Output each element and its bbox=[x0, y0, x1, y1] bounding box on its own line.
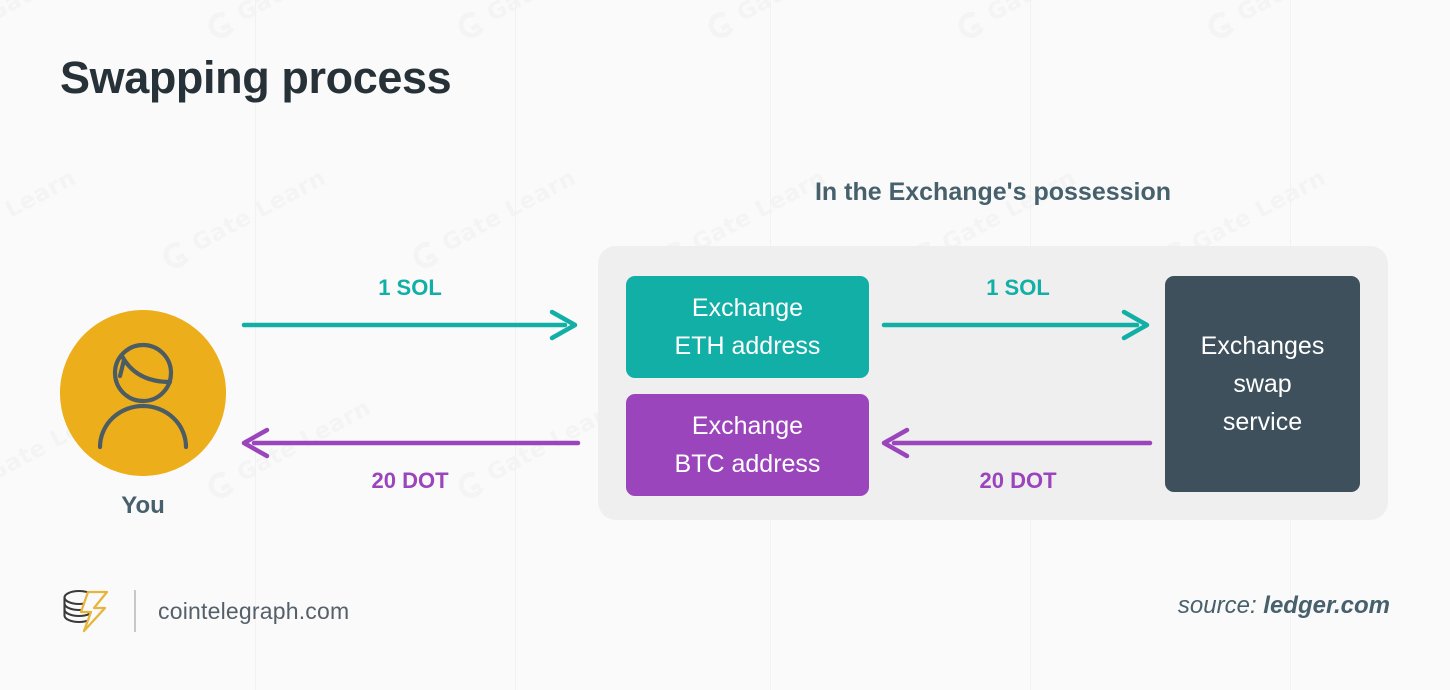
box-line-1: Exchange bbox=[691, 294, 804, 322]
box-line-2: ETH address bbox=[674, 332, 821, 360]
cointelegraph-coins-bolt-logo-icon bbox=[63, 589, 109, 633]
source-name[interactable]: ledger.com bbox=[1263, 592, 1390, 619]
page-title: Swapping process bbox=[60, 52, 452, 103]
flow-arrow-dot-right bbox=[881, 427, 1153, 459]
box-line-2: BTC address bbox=[674, 450, 821, 478]
exchange-possession-heading: In the Exchange's possession bbox=[814, 178, 1172, 206]
flow-label-dot-left: 20 DOT bbox=[371, 468, 449, 493]
flow-label-sol-left: 1 SOL bbox=[378, 275, 442, 300]
footer-brand: cointelegraph.com bbox=[58, 588, 349, 634]
flow-arrow-dot-left bbox=[241, 427, 581, 459]
exchange-btc-address-box[interactable]: Exchange BTC address bbox=[626, 394, 869, 496]
exchange-eth-address-box[interactable]: Exchange ETH address bbox=[626, 276, 869, 378]
exchanges-swap-service-box[interactable]: Exchanges swap service bbox=[1165, 276, 1360, 492]
flow-arrow-sol-right bbox=[881, 309, 1150, 341]
flow-arrow-sol-left bbox=[241, 309, 578, 341]
avatar bbox=[60, 310, 226, 476]
source-prefix: source: bbox=[1177, 592, 1264, 619]
flow-label-sol-right: 1 SOL bbox=[986, 275, 1050, 300]
box-line-1: Exchange bbox=[691, 412, 804, 440]
user-label: You bbox=[121, 492, 165, 519]
box-line-3: service bbox=[1222, 408, 1303, 436]
source-attribution: source: ledger.com bbox=[1178, 592, 1390, 620]
background-seam bbox=[255, 0, 256, 690]
flow-label-dot-right: 20 DOT bbox=[979, 468, 1057, 493]
brand-divider bbox=[134, 590, 136, 632]
box-line-1: Exchanges bbox=[1200, 332, 1325, 360]
brand-name[interactable]: cointelegraph.com bbox=[158, 597, 350, 624]
box-line-2: swap bbox=[1233, 370, 1292, 398]
background-seam bbox=[515, 0, 516, 690]
user-node: You bbox=[60, 310, 226, 520]
